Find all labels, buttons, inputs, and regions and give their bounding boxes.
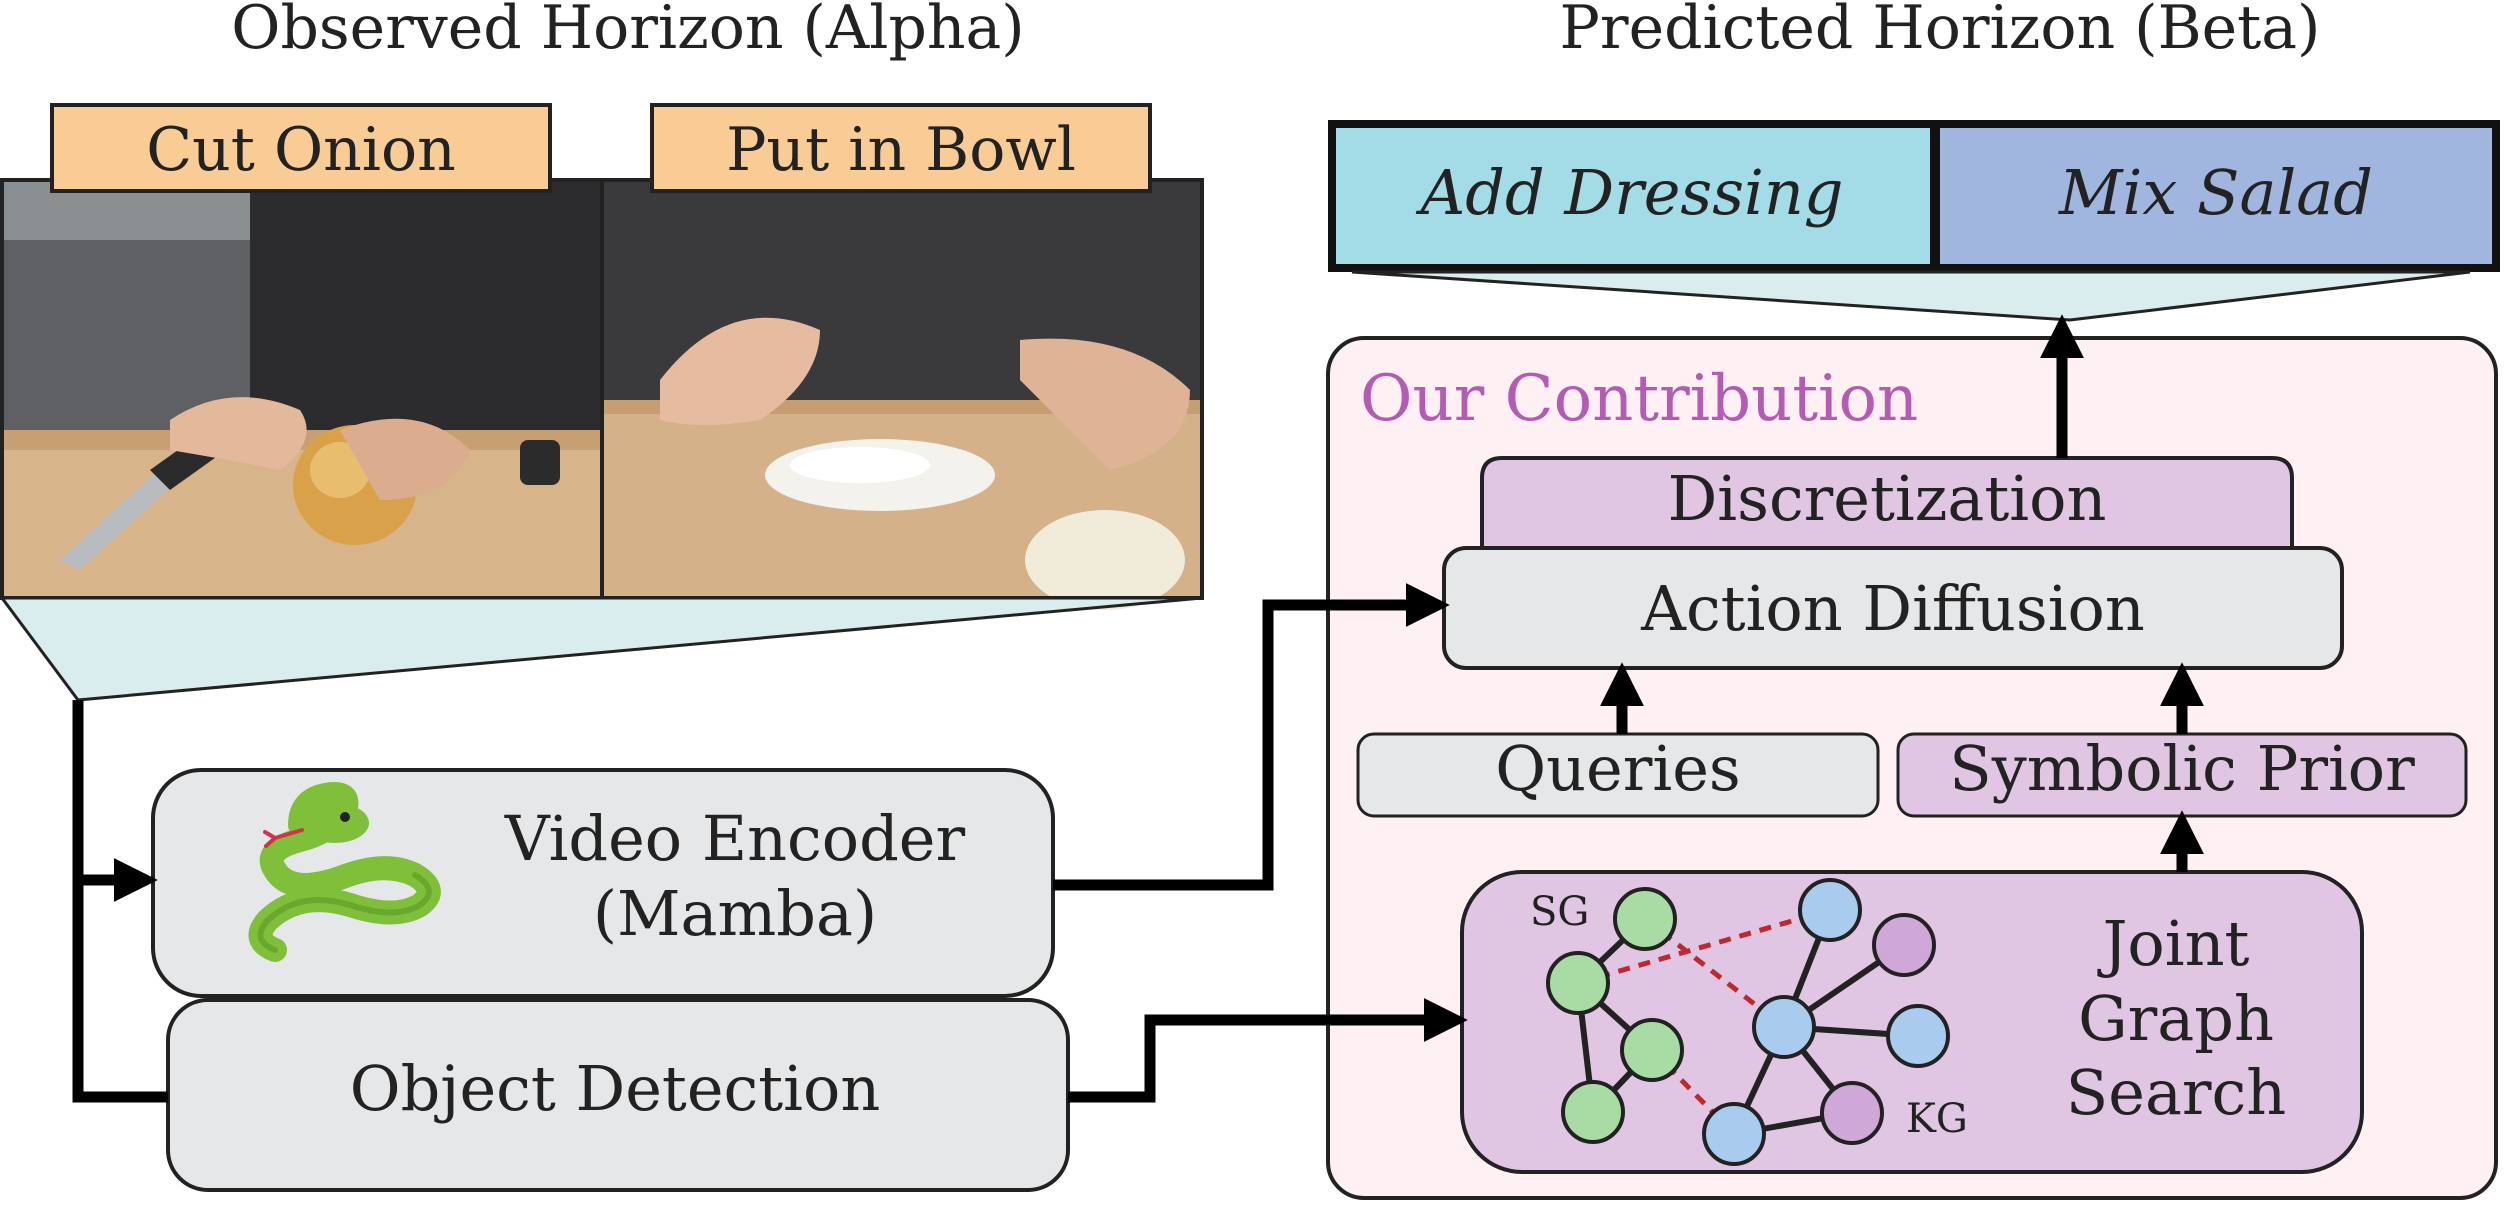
action-add-dressing: Add Dressing xyxy=(1416,156,1844,229)
kg-label: KG xyxy=(1906,1096,1968,1142)
connectors xyxy=(72,314,2204,1103)
graph-node-kg xyxy=(1886,1004,1950,1068)
frame-label-put-in-bowl: Put in Bowl xyxy=(650,103,1152,193)
action-mix-salad: Mix Salad xyxy=(2058,156,2373,229)
joint-graph-search-line-1: Joint xyxy=(2097,907,2250,980)
frame-label-text-cut-onion: Cut Onion xyxy=(146,115,456,185)
graph-node-kg xyxy=(1702,1102,1766,1166)
video-frames xyxy=(0,178,1204,610)
action-diffusion-label: Action Diffusion xyxy=(1640,572,2145,645)
frame-cut-onion xyxy=(2,180,602,598)
symbolic-prior-label: Symbolic Prior xyxy=(1949,732,2415,805)
queries-label: Queries xyxy=(1495,732,1740,805)
video-encoder-label-1: Video Encoder xyxy=(504,802,966,875)
observed-funnel xyxy=(0,596,1203,702)
frame-label-cut-onion: Cut Onion xyxy=(50,103,552,193)
snake-icon xyxy=(248,782,441,962)
frame-put-in-bowl xyxy=(602,180,1202,610)
observed-horizon-title: Observed Horizon (Alpha) xyxy=(231,0,1024,63)
graph-node-sg xyxy=(1561,1080,1625,1144)
joint-graph-search-line-3: Search xyxy=(2066,1056,2286,1129)
predicted-funnel xyxy=(1351,270,2471,322)
graph-node-sg xyxy=(1620,1018,1684,1082)
predicted-action-bar: Add Dressing Mix Salad xyxy=(1328,120,2500,272)
graph-node-sg xyxy=(1546,951,1610,1015)
graph-node-sg xyxy=(1613,887,1677,951)
predicted-horizon-title: Predicted Horizon (Beta) xyxy=(1560,0,2321,63)
graph-node-kg xyxy=(1872,913,1936,977)
contribution-title: Our Contribution xyxy=(1360,362,1918,436)
joint-graph-search-line-2: Graph xyxy=(2078,982,2274,1055)
discretization-label: Discretization xyxy=(1668,462,2107,535)
graph-node-kg xyxy=(1820,1081,1884,1145)
video-encoder-label-2: (Mamba) xyxy=(593,877,877,950)
discretization-box xyxy=(1480,456,2294,557)
frame-label-text-put-in-bowl: Put in Bowl xyxy=(726,115,1076,185)
graph-node-kg xyxy=(1752,995,1816,1059)
object-detection-label: Object Detection xyxy=(350,1052,881,1125)
graph-node-kg xyxy=(1798,878,1862,942)
scene-knowledge-graph: SG KG xyxy=(1530,878,1968,1166)
sg-label: SG xyxy=(1530,889,1589,935)
